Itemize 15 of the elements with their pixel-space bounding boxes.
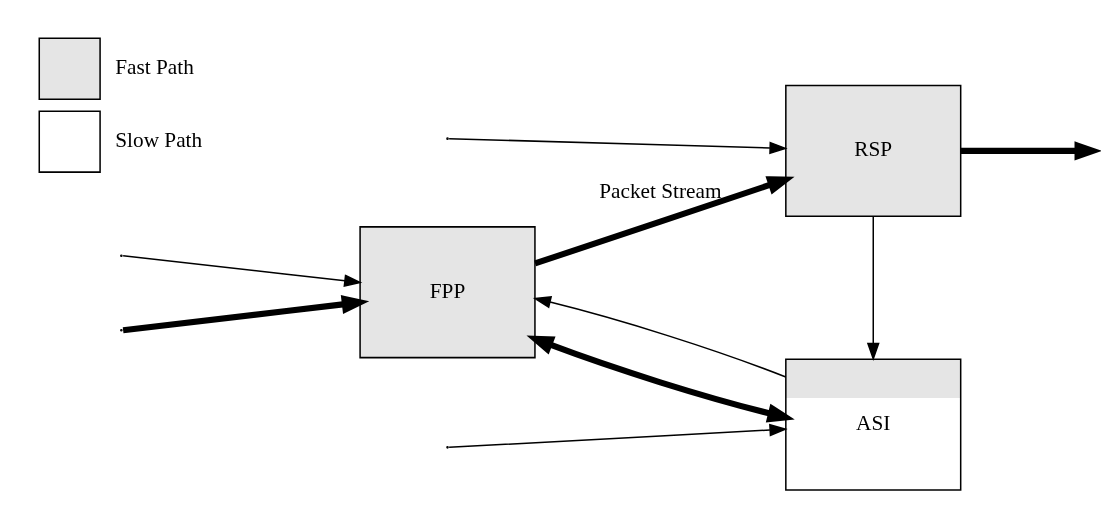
arrow <box>961 141 1101 161</box>
arrow <box>122 294 370 334</box>
legend-label: Slow Path <box>115 128 203 153</box>
arrow <box>866 215 880 362</box>
arrow <box>122 255 363 288</box>
arrow <box>526 335 795 423</box>
node-box: ASI <box>785 358 962 491</box>
edge-label: Packet Stream <box>599 179 722 204</box>
arrow <box>448 137 788 155</box>
legend-label: Fast Path <box>115 55 194 80</box>
arrow <box>532 296 787 378</box>
node-box: FPP <box>359 226 536 359</box>
node-box: RSP <box>785 84 962 217</box>
arrow <box>534 176 795 267</box>
arrow <box>448 423 788 449</box>
